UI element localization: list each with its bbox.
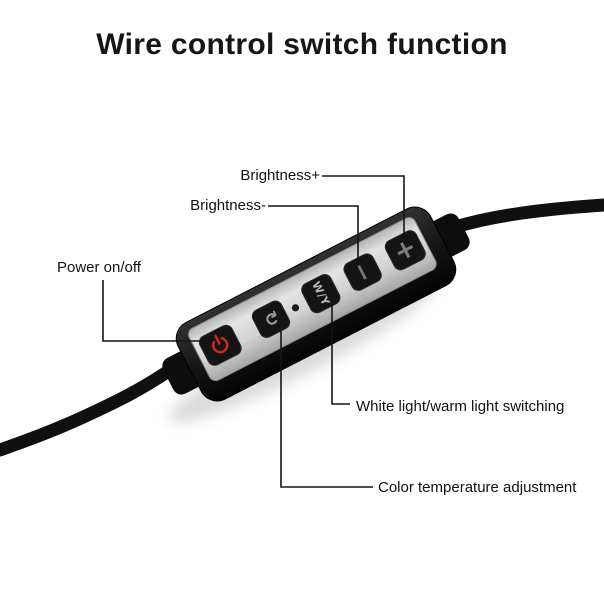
page-title: Wire control switch function [96, 28, 508, 61]
label-white-warm-switching: White light/warm light switching [356, 398, 565, 415]
callout-line-brightness-down [268, 205, 359, 261]
remote-device: ↻ W/Y − + [162, 206, 470, 402]
brightness-down-button: − [343, 253, 382, 291]
label-brightness-up: Brightness+ [240, 167, 320, 184]
label-power-on-off: Power on/off [57, 259, 141, 276]
led-indicator [291, 304, 300, 312]
callout-line-power [102, 280, 200, 342]
white-warm-button: W/Y [301, 274, 341, 314]
callout-line-white-warm [331, 302, 350, 405]
callout-line-brightness-up [322, 175, 405, 240]
brightness-up-button: + [384, 230, 426, 271]
label-brightness-down: Brightness- [190, 197, 266, 214]
cable-right [445, 198, 604, 235]
cable-left [0, 359, 183, 457]
label-color-temperature: Color temperature adjustment [378, 479, 577, 496]
power-button [198, 324, 242, 366]
callout-line-color-temp [280, 326, 373, 488]
power-icon [212, 334, 229, 354]
